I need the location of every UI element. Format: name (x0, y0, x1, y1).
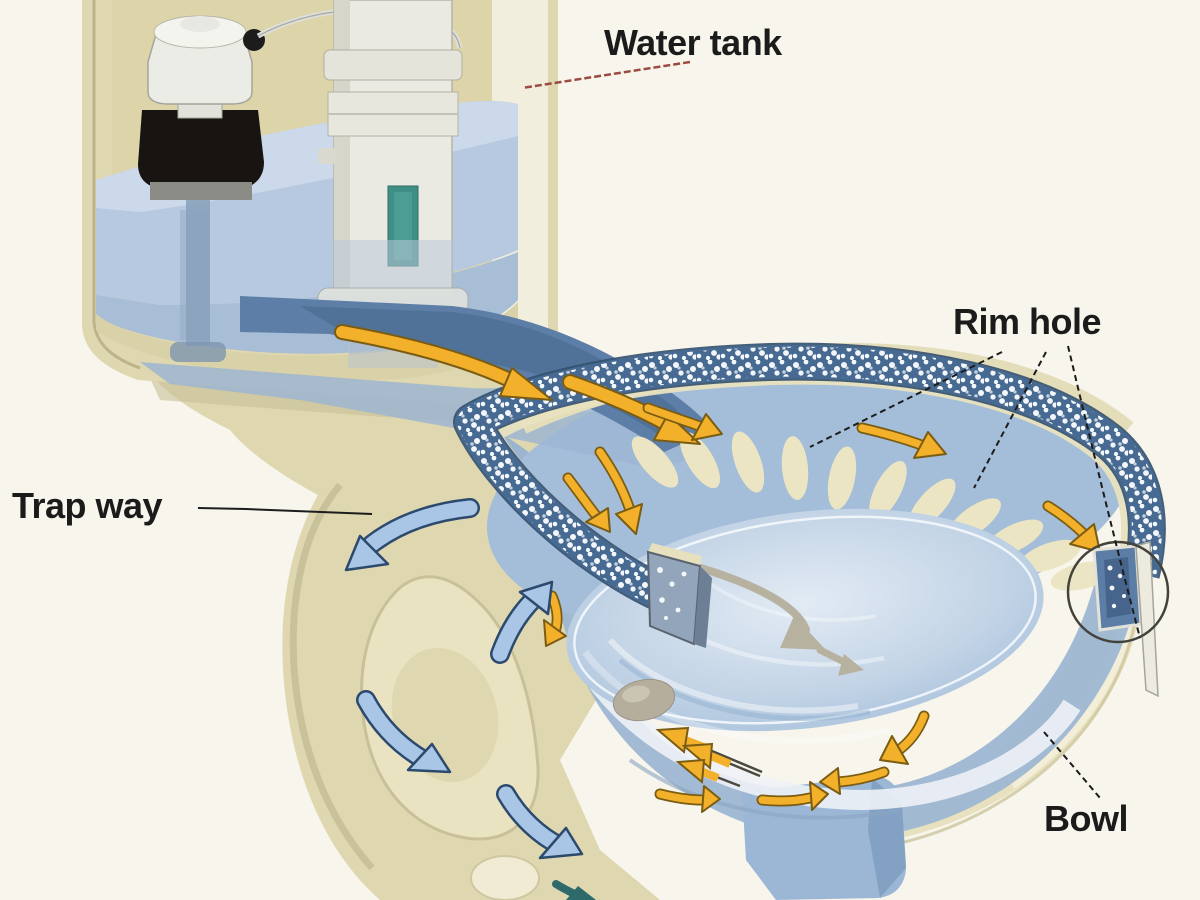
trapway-ridge (289, 482, 375, 871)
rim-channel-ring (453, 342, 1166, 648)
base-notch (470, 855, 540, 900)
magnifier-circle (1066, 540, 1170, 644)
flush-flow-arrows (334, 324, 1101, 813)
fill-valve-cap (147, 33, 253, 105)
arrow-channel (562, 374, 701, 445)
float-cup (138, 110, 264, 190)
trapway-flow-arrows (344, 498, 596, 900)
label-rim-hole: Rim hole (953, 301, 1102, 342)
bowl-leader (1043, 731, 1101, 799)
label-trap-way: Trap way (12, 485, 163, 526)
leader-lines (197, 60, 1141, 799)
label-bowl: Bowl (1044, 798, 1129, 839)
jet-arrows (655, 726, 763, 788)
rim-hole-leader-1 (809, 351, 1003, 448)
fill-valve (138, 7, 463, 362)
water-tank-leader (521, 60, 691, 90)
flush-valve (317, 0, 469, 368)
arrow-tank-outflow (334, 324, 553, 401)
rim-hole-detail (1066, 540, 1170, 698)
rim-hole-leader-3 (1067, 345, 1141, 639)
fill-valve-shaft (186, 186, 210, 346)
rim-hole-leader-2 (973, 351, 1047, 489)
water-tank (82, 0, 558, 405)
label-water-tank: Water tank (604, 22, 782, 63)
rim-cut-face (646, 543, 712, 648)
trap-way-leader (197, 507, 373, 515)
